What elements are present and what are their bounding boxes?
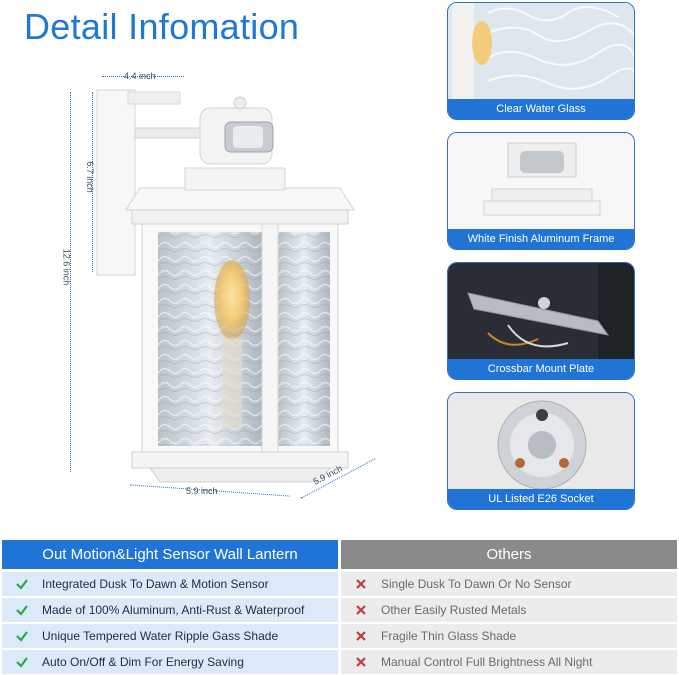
others-row-text: Other Easily Rusted Metals <box>381 603 527 617</box>
comparison-table: Out Motion&Light Sensor Wall Lantern Oth… <box>0 540 679 675</box>
detail-caption-frame: White Finish Aluminum Frame <box>448 229 634 249</box>
detail-caption-socket: UL Listed E26 Socket <box>448 489 634 509</box>
cross-icon <box>356 657 366 667</box>
dim-line-top <box>102 76 184 77</box>
ours-row: Unique Tempered Water Ripple Gass Shade <box>2 624 338 648</box>
others-row: Single Dusk To Dawn Or No Sensor <box>341 572 677 596</box>
others-row-text: Single Dusk To Dawn Or No Sensor <box>381 577 572 591</box>
cross-icon <box>356 605 366 615</box>
dim-height-back: 6.7 inch <box>84 161 95 193</box>
others-header: Others <box>341 540 677 569</box>
ours-row: Made of 100% Aluminum, Anti-Rust & Water… <box>2 598 338 622</box>
detail-card-mount: Crossbar Mount Plate <box>447 262 635 380</box>
page-title: Detail Infomation <box>24 6 300 47</box>
others-row: Other Easily Rusted Metals <box>341 598 677 622</box>
ours-header: Out Motion&Light Sensor Wall Lantern <box>2 540 338 569</box>
check-icon <box>16 605 28 616</box>
others-row: Manual Control Full Brightness All Night <box>341 650 677 674</box>
dim-height-total: 12.6 inch <box>61 248 72 286</box>
dim-width-top: 4.4 inch <box>124 71 156 81</box>
ours-row: Auto On/Off & Dim For Energy Saving <box>2 650 338 674</box>
dim-width-bottom: 5.9 inch <box>186 486 218 496</box>
check-icon <box>16 657 28 668</box>
detail-caption-glass: Clear Water Glass <box>448 99 634 119</box>
detail-card-socket: UL Listed E26 Socket <box>447 392 635 510</box>
glass-closeup-image <box>448 3 634 103</box>
detail-card-glass: Clear Water Glass <box>447 2 635 120</box>
others-row: Fragile Thin Glass Shade <box>341 624 677 648</box>
others-row-text: Manual Control Full Brightness All Night <box>381 655 593 669</box>
mount-closeup-image <box>448 263 634 363</box>
ours-row-text: Auto On/Off & Dim For Energy Saving <box>42 655 244 669</box>
dim-line-back <box>92 92 93 272</box>
ours-row: Integrated Dusk To Dawn & Motion Sensor <box>2 572 338 596</box>
cross-icon <box>356 631 366 641</box>
socket-closeup-image <box>448 393 634 493</box>
detail-card-frame: White Finish Aluminum Frame <box>447 132 635 250</box>
cross-icon <box>356 579 366 589</box>
ours-row-text: Made of 100% Aluminum, Anti-Rust & Water… <box>42 603 305 617</box>
detail-caption-mount: Crossbar Mount Plate <box>448 359 634 379</box>
ours-row-text: Unique Tempered Water Ripple Gass Shade <box>42 629 279 643</box>
lantern-illustration <box>96 89 355 483</box>
check-icon <box>16 579 28 590</box>
frame-closeup-image <box>448 133 634 233</box>
ours-row-text: Integrated Dusk To Dawn & Motion Sensor <box>42 577 269 591</box>
others-row-text: Fragile Thin Glass Shade <box>381 629 517 643</box>
check-icon <box>16 631 28 642</box>
dim-line-total <box>70 92 71 472</box>
